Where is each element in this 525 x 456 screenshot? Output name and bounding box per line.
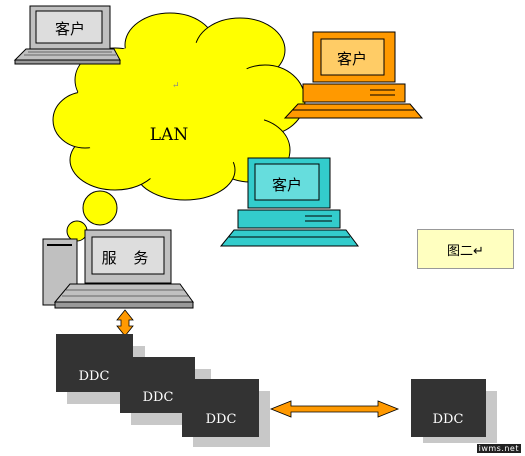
client-laptop: 客户 <box>13 5 121 65</box>
server-label: 服 务 <box>102 249 155 267</box>
ddc-label: DDC <box>143 390 174 405</box>
lan-label: LAN <box>150 125 189 145</box>
ddc-controller: DDC <box>182 379 270 447</box>
client-desktop-teal: 客户 <box>219 157 359 247</box>
client-desktop-orange: 客户 <box>283 31 424 119</box>
ddc-link-arrow <box>269 400 400 418</box>
server-ddc-arrow <box>116 309 134 337</box>
client-label: 客户 <box>337 50 367 68</box>
ddc-controller: DDC <box>411 379 497 443</box>
ddc-label: DDC <box>79 369 110 384</box>
paragraph-mark-icon: ↵ <box>172 81 180 91</box>
client-label: 客户 <box>55 20 85 38</box>
ddc-label: DDC <box>433 412 464 427</box>
server-computer: 服 务 <box>42 229 194 309</box>
figure-caption-text: 图二↵ <box>447 243 484 259</box>
watermark: iwms.net <box>476 444 521 453</box>
figure-caption-box: 图二↵ <box>417 229 514 269</box>
ddc-label: DDC <box>206 412 237 427</box>
client-label: 客户 <box>272 176 302 194</box>
